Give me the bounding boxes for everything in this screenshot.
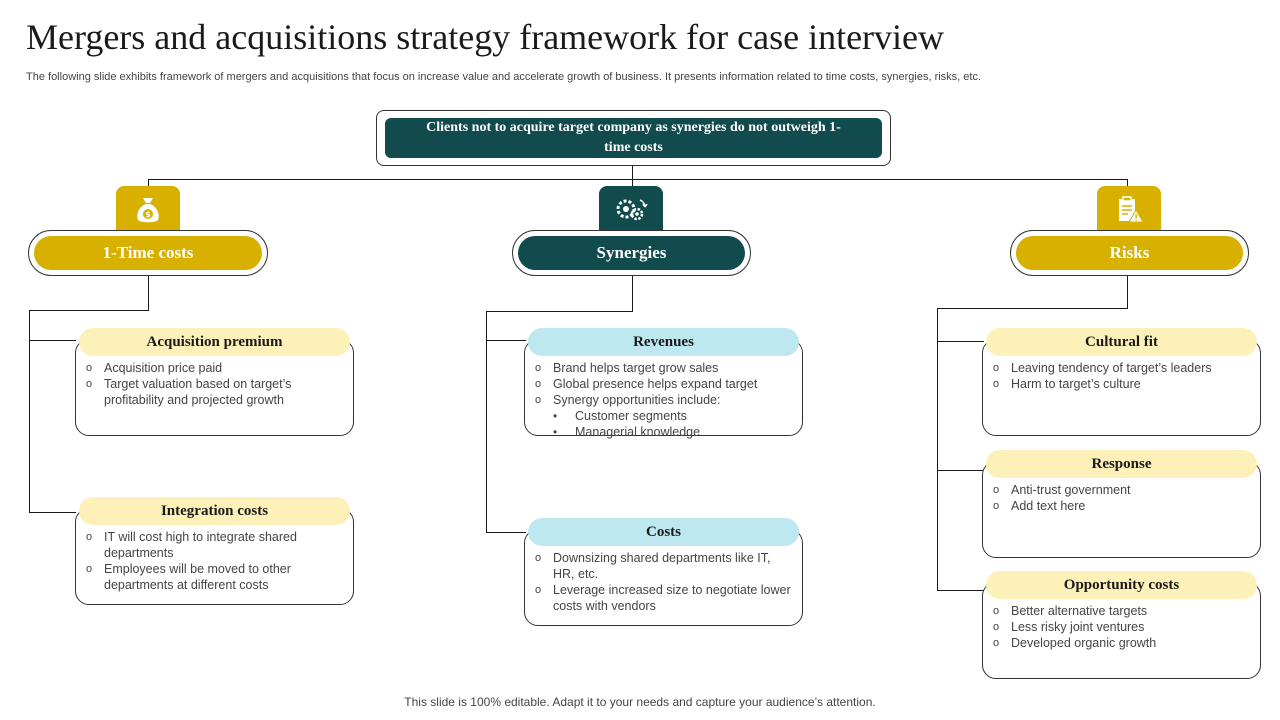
- time-costs-icon-tab: $: [116, 186, 180, 234]
- connector-center-hbar: [486, 311, 633, 312]
- list-item: Harm to target’s culture: [993, 376, 1250, 392]
- connector-left-stem: [148, 275, 149, 311]
- connector-right-stem: [1127, 275, 1128, 309]
- connector-horizontal-main: [148, 179, 1128, 180]
- connector-center-spine: [486, 311, 487, 533]
- time-costs-heading: 1-Time costs: [28, 230, 268, 276]
- synergies-label: Synergies: [518, 236, 745, 270]
- list-item: Employees will be moved to other departm…: [86, 561, 343, 593]
- connector-left-spine: [29, 310, 30, 513]
- connector-center-card1: [486, 340, 526, 341]
- card-list: Downsizing shared departments like IT, H…: [535, 550, 792, 614]
- connector-right-card1: [937, 341, 984, 342]
- svg-text:$: $: [145, 210, 151, 219]
- card-title: Revenues: [528, 328, 799, 356]
- connector-center-drop: [632, 179, 633, 187]
- card-integration-costs: Integration costs IT will cost high to i…: [75, 497, 354, 605]
- list-item: Better alternative targets: [993, 603, 1250, 619]
- card-title: Cultural fit: [986, 328, 1257, 356]
- card-acquisition-premium: Acquisition premium Acquisition price pa…: [75, 328, 354, 436]
- card-list: Anti-trust government Add text here: [993, 482, 1250, 514]
- time-costs-label: 1-Time costs: [34, 236, 262, 270]
- card-title: Opportunity costs: [986, 571, 1257, 599]
- card-title: Costs: [528, 518, 799, 546]
- clipboard-warning-icon: [1119, 196, 1144, 223]
- list-item: Brand helps target grow sales: [535, 360, 792, 376]
- card-revenues: Revenues Brand helps target grow sales G…: [524, 328, 803, 440]
- card-opportunity-costs: Opportunity costs Better alternative tar…: [982, 571, 1261, 679]
- sub-list-item: Managerial knowledge: [535, 424, 792, 440]
- list-item: Leverage increased size to negotiate low…: [535, 582, 792, 614]
- card-title: Acquisition premium: [79, 328, 350, 356]
- list-item: Target valuation based on target’s profi…: [86, 376, 343, 408]
- connector-right-card3: [937, 590, 984, 591]
- connector-top-vertical: [632, 166, 633, 180]
- card-response: Response Anti-trust government Add text …: [982, 450, 1261, 558]
- connector-left-card1: [29, 340, 76, 341]
- money-bag-icon: $: [137, 198, 159, 223]
- card-list: Leaving tendency of target’s leaders Har…: [993, 360, 1250, 392]
- connector-right-spine: [937, 308, 938, 591]
- connector-right-drop: [1127, 179, 1128, 187]
- connector-left-card2: [29, 512, 76, 513]
- card-title: Response: [986, 450, 1257, 478]
- footer-note: This slide is 100% editable. Adapt it to…: [404, 695, 876, 709]
- synergies-icon-tab: [599, 186, 663, 234]
- connector-center-stem: [632, 275, 633, 312]
- list-item: Leaving tendency of target’s leaders: [993, 360, 1250, 376]
- list-item: Developed organic growth: [993, 635, 1250, 651]
- synergies-heading: Synergies: [512, 230, 751, 276]
- card-list: Brand helps target grow sales Global pre…: [535, 360, 792, 440]
- page-subtitle: The following slide exhibits framework o…: [26, 71, 982, 83]
- card-list: IT will cost high to integrate shared de…: [86, 529, 343, 593]
- list-item: Acquisition price paid: [86, 360, 343, 376]
- conclusion-box: Clients not to acquire target company as…: [376, 110, 891, 166]
- list-item: Less risky joint ventures: [993, 619, 1250, 635]
- card-cultural-fit: Cultural fit Leaving tendency of target’…: [982, 328, 1261, 436]
- list-item: Global presence helps expand target: [535, 376, 792, 392]
- list-item: Anti-trust government: [993, 482, 1250, 498]
- connector-left-hbar: [29, 310, 149, 311]
- connector-left-drop: [148, 179, 149, 187]
- list-item: Downsizing shared departments like IT, H…: [535, 550, 792, 582]
- sub-list-item: Customer segments: [535, 408, 792, 424]
- list-item: Synergy opportunities include:: [535, 392, 792, 408]
- connector-right-card2: [937, 470, 984, 471]
- card-costs: Costs Downsizing shared departments like…: [524, 518, 803, 626]
- connector-right-hbar: [937, 308, 1128, 309]
- risks-label: Risks: [1016, 236, 1243, 270]
- card-title: Integration costs: [79, 497, 350, 525]
- risks-heading: Risks: [1010, 230, 1249, 276]
- list-item: IT will cost high to integrate shared de…: [86, 529, 343, 561]
- list-item: Add text here: [993, 498, 1250, 514]
- risks-icon-tab: [1097, 186, 1161, 234]
- connector-center-card2: [486, 532, 526, 533]
- conclusion-text: Clients not to acquire target company as…: [385, 118, 882, 158]
- page-title: Mergers and acquisitions strategy framew…: [26, 17, 945, 57]
- card-list: Acquisition price paid Target valuation …: [86, 360, 343, 408]
- card-list: Better alternative targets Less risky jo…: [993, 603, 1250, 651]
- gears-icon: [616, 199, 648, 221]
